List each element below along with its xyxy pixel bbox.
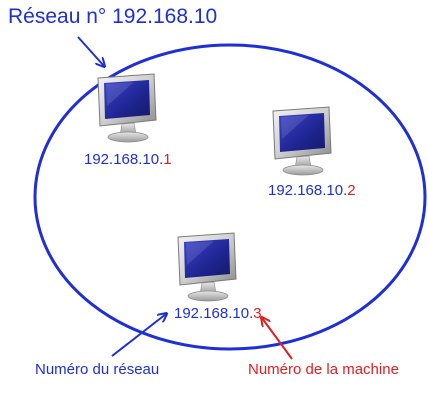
- network-boundary: [33, 43, 427, 351]
- network-title: Réseau n° 192.168.10: [8, 5, 218, 28]
- monitor-icon: [97, 73, 157, 143]
- ip-host-part: 1: [163, 151, 172, 168]
- machine-number-arrow: [262, 318, 293, 360]
- ip-host-part: 2: [347, 182, 356, 199]
- network-number-label: Numéro du réseau: [35, 361, 160, 378]
- title-pointer-arrow: [77, 36, 104, 66]
- machine-number-label: Numéro de la machine: [248, 361, 399, 378]
- monitor-icon: [272, 106, 332, 176]
- ip-host-part: 3: [253, 305, 262, 322]
- ip-address-machine-1: 192.168.10.1: [84, 151, 172, 168]
- ip-address-machine-2: 192.168.10.2: [268, 182, 356, 199]
- ip-address-machine-3: 192.168.10.3: [174, 305, 262, 322]
- monitor-icon: [177, 232, 237, 302]
- ip-network-part: 192.168.10.: [174, 305, 254, 322]
- ip-network-part: 192.168.10.: [268, 182, 348, 199]
- ip-network-part: 192.168.10.: [84, 151, 164, 168]
- network-number-arrow: [111, 314, 166, 357]
